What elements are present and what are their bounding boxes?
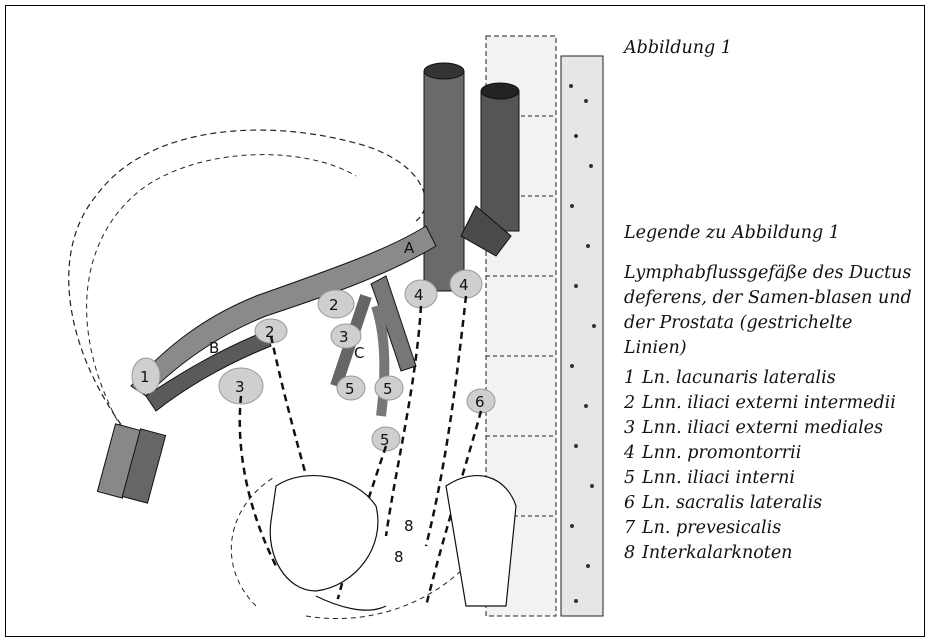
legend-text: Lnn. iliaci externi intermedii xyxy=(642,391,919,416)
label-2a: 2 xyxy=(265,323,275,341)
label-4a: 4 xyxy=(414,286,424,304)
anatomical-illustration: A B C 1 2 2 3 3 4 4 5 5 5 6 8 8 xyxy=(6,6,616,638)
legend-num: 3 xyxy=(624,416,642,441)
pelvic-bone-outline xyxy=(69,130,426,456)
label-c: C xyxy=(354,344,364,362)
label-8b: 8 xyxy=(394,548,404,566)
pelvis-lymph-diagram: A B C 1 2 2 3 3 4 4 5 5 5 6 8 8 xyxy=(6,6,616,638)
legend-num: 2 xyxy=(624,391,642,416)
label-4b: 4 xyxy=(459,276,469,294)
label-3a: 3 xyxy=(235,378,245,396)
legend-text: Ln. lacunaris lateralis xyxy=(642,366,919,391)
label-5b: 5 xyxy=(383,380,393,398)
legend-text: Ln. sacralis lateralis xyxy=(642,491,919,516)
legend-num: 4 xyxy=(624,441,642,466)
legend-text: Lnn. promontorrii xyxy=(642,441,919,466)
legend-num: 5 xyxy=(624,466,642,491)
label-3b: 3 xyxy=(339,328,349,346)
label-1: 1 xyxy=(140,368,150,386)
legend-num: 7 xyxy=(624,516,642,541)
legend-num: 1 xyxy=(624,366,642,391)
label-2b: 2 xyxy=(329,296,339,314)
legend-num: 8 xyxy=(624,541,642,566)
legend-text: Lnn. iliaci interni xyxy=(642,466,919,491)
label-a: A xyxy=(404,239,415,257)
legend-text: Lnn. iliaci externi mediales xyxy=(642,416,919,441)
legend-text: Ln. prevesicalis xyxy=(642,516,919,541)
legend-text: Interkalarknoten xyxy=(642,541,919,566)
legend-intro: Lymphabflussgefäße des Ductus deferens, … xyxy=(624,261,914,361)
label-5c: 5 xyxy=(380,431,390,449)
legend-title: Legende zu Abbildung 1 xyxy=(624,221,840,246)
legend-num: 6 xyxy=(624,491,642,516)
bladder-prostate xyxy=(270,476,516,611)
figure-frame: A B C 1 2 2 3 3 4 4 5 5 5 6 8 8 Abbildun… xyxy=(5,5,925,637)
label-8a: 8 xyxy=(404,517,414,535)
legend-panel: Abbildung 1 Legende zu Abbildung 1 Lymph… xyxy=(624,6,924,638)
label-b: B xyxy=(209,339,219,357)
figure-title: Abbildung 1 xyxy=(624,36,732,61)
label-6: 6 xyxy=(475,393,485,411)
label-5a: 5 xyxy=(345,380,355,398)
